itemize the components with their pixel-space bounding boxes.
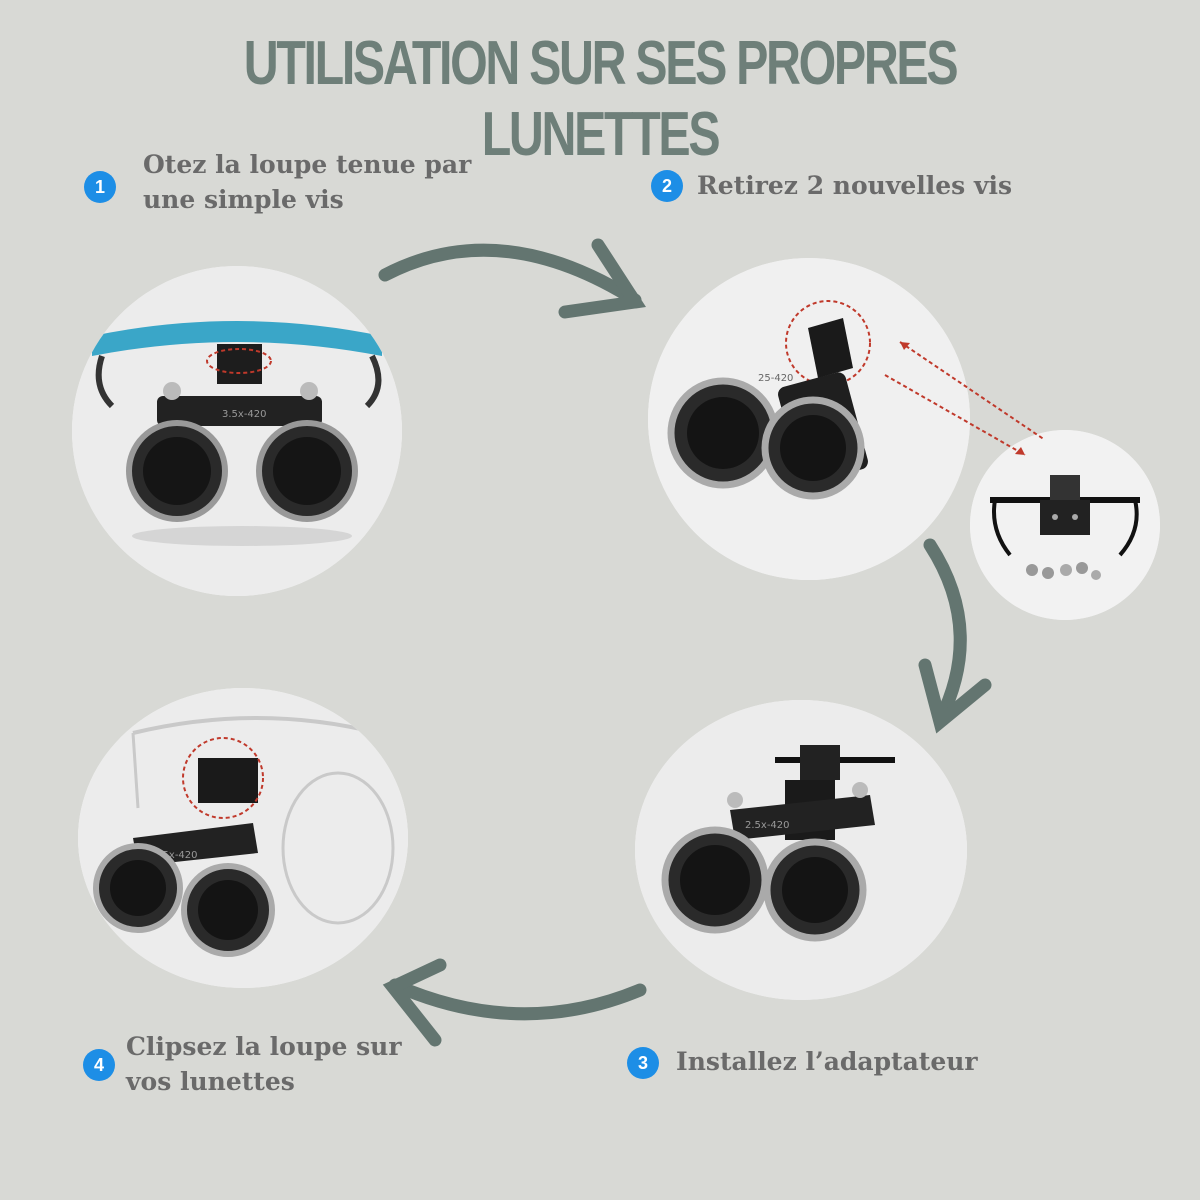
step-1-text: Otez la loupe tenue par une simple vis [143,148,471,217]
adapter-photo [970,430,1160,620]
step-4-model-label: 3.5x-420 [153,850,198,861]
step-1-model-label: 3.5x-420 [222,409,267,420]
step-1-line1: Otez la loupe tenue par [143,150,472,179]
step-2-photo: 25-420 [648,258,970,580]
step-4-photo: 3.5x-420 [78,688,408,988]
curved-arrow-icon [388,978,647,1021]
step-2-text: Retirez 2 nouvelles vis [697,171,1013,200]
step-4-line1: Clipsez la loupe sur [126,1032,402,1061]
step-2-badge: 2 [651,170,683,202]
step-1-line2: une simple vis [143,184,344,214]
step-3-text: Installez l’adaptateur [676,1047,978,1076]
screws-icon [1026,562,1101,580]
step-4-text: Clipsez la loupe sur vos lunettes [126,1030,402,1099]
step-4-badge: 4 [83,1049,115,1081]
curved-arrow-icon [378,243,642,307]
step-1-photo: 3.5x-420 [72,266,402,596]
step-3-badge: 3 [627,1047,659,1079]
page-title: UTILISATION SUR SES PROPRES LUNETTES [243,29,959,169]
step-3-photo: 2.5x-420 [635,700,967,1000]
step-4-line2: vos lunettes [126,1066,295,1096]
step-3-model-label: 2.5x-420 [745,820,790,831]
step-2-model-label: 25-420 [758,373,793,384]
curved-arrow-icon [923,538,967,727]
step-1-badge: 1 [84,171,116,203]
